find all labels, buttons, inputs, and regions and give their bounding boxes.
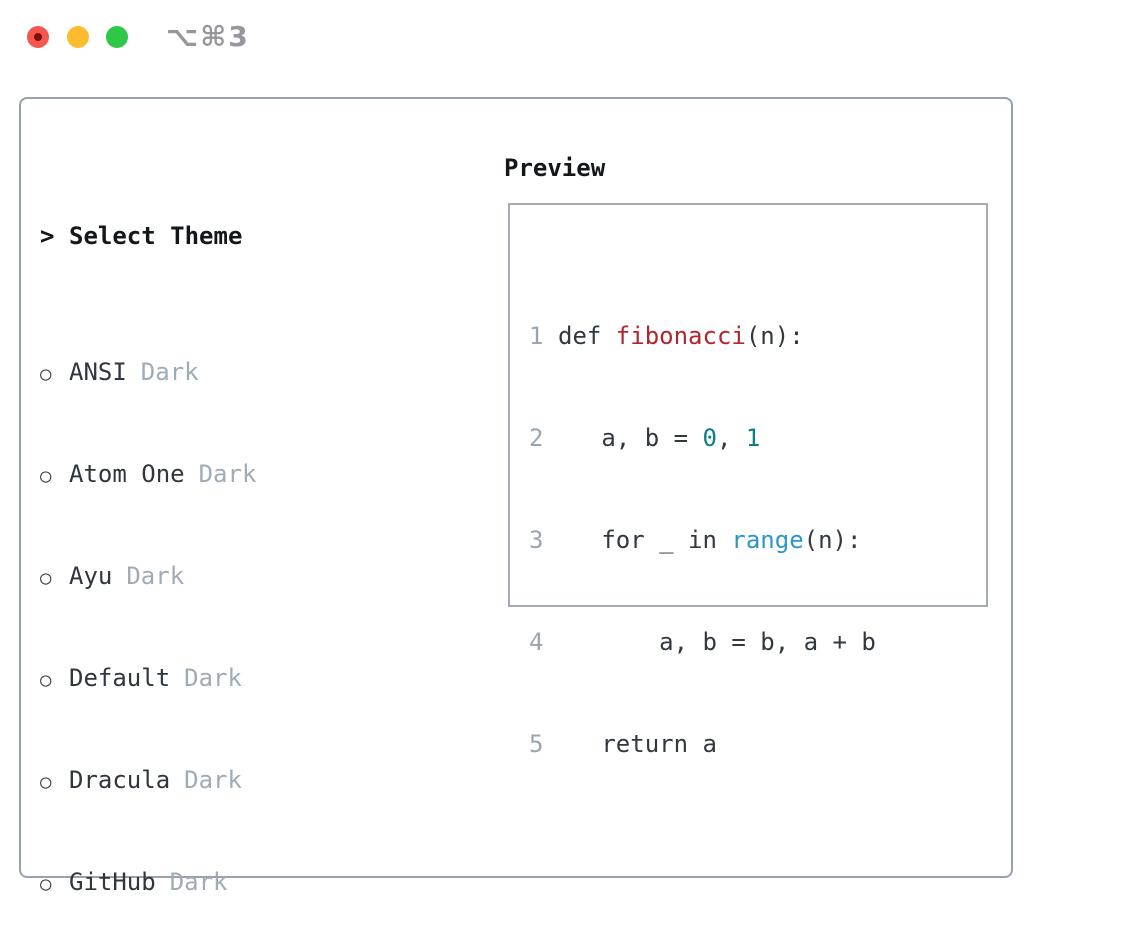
select-theme-header: > Select Theme [40, 219, 445, 253]
theme-name: Default [69, 664, 171, 692]
code-token-builtin: range [731, 526, 804, 554]
theme-variant: Dark [126, 562, 185, 590]
unsaved-indicator-dot [34, 33, 42, 41]
line-number: 4 [529, 628, 544, 656]
line-number: 2 [529, 424, 544, 452]
radio-icon: ○ [40, 873, 52, 895]
minimize-button[interactable] [67, 26, 89, 48]
window-shortcut-label: ⌥⌘3 [166, 20, 250, 53]
code-line: 2 a, b = 0, 1 [529, 421, 963, 455]
theme-variant: Dark [140, 358, 199, 386]
theme-name: ANSI [69, 358, 127, 386]
focus-caret-icon: > [40, 222, 55, 250]
line-number: 5 [529, 730, 544, 758]
theme-name: GitHub [69, 868, 156, 896]
zoom-button[interactable] [106, 26, 128, 48]
code-token: a, b = b, a + b [558, 628, 876, 656]
theme-option-ansi-dark[interactable]: ○ ANSI Dark [40, 355, 445, 389]
theme-option-ayu-dark[interactable]: ○ Ayu Dark [40, 559, 445, 593]
code-token: def [558, 322, 616, 350]
radio-icon: ○ [40, 567, 52, 589]
code-token: , [716, 424, 746, 452]
radio-icon: ○ [40, 669, 52, 691]
code-token-number: 1 [745, 424, 761, 452]
theme-variant: Dark [169, 868, 228, 896]
theme-name: Dracula [69, 766, 171, 794]
theme-option-atom-one-dark[interactable]: ○ Atom One Dark [40, 457, 445, 491]
code-line: 3 for _ in range(n): [529, 523, 963, 557]
radio-icon: ○ [40, 465, 52, 487]
theme-option-dracula-dark[interactable]: ○ Dracula Dark [40, 763, 445, 797]
spacer [529, 829, 963, 863]
code-token-number: 0 [702, 424, 717, 452]
code-token: (n): [745, 322, 804, 350]
code-token-function: fibonacci [615, 322, 746, 350]
theme-variant: Dark [198, 460, 257, 488]
code-line: 1 def fibonacci(n): [529, 319, 963, 353]
theme-option-default-dark[interactable]: ○ Default Dark [40, 661, 445, 695]
code-token: return a [558, 730, 717, 758]
radio-icon: ○ [40, 363, 52, 385]
titlebar: ⌥⌘3 [0, 0, 1140, 74]
code-token: a, b = [558, 424, 703, 452]
code-token: for _ in [558, 526, 732, 554]
code-line: 5 return a [529, 727, 963, 761]
code-line: 4 a, b = b, a + b [529, 625, 963, 659]
code-token: (n): [803, 526, 862, 554]
line-number: 1 [529, 322, 544, 350]
theme-name: Ayu [69, 562, 113, 590]
radio-icon: ○ [40, 771, 52, 793]
theme-variant: Dark [184, 664, 242, 692]
line-number: 3 [529, 526, 544, 554]
theme-variant: Dark [184, 766, 242, 794]
theme-option-github-dark[interactable]: ○ GitHub Dark [40, 865, 445, 899]
select-theme-title: Select Theme [69, 222, 243, 250]
close-button[interactable] [27, 26, 49, 48]
preview-title: Preview [504, 154, 606, 182]
theme-name: Atom One [69, 460, 185, 488]
